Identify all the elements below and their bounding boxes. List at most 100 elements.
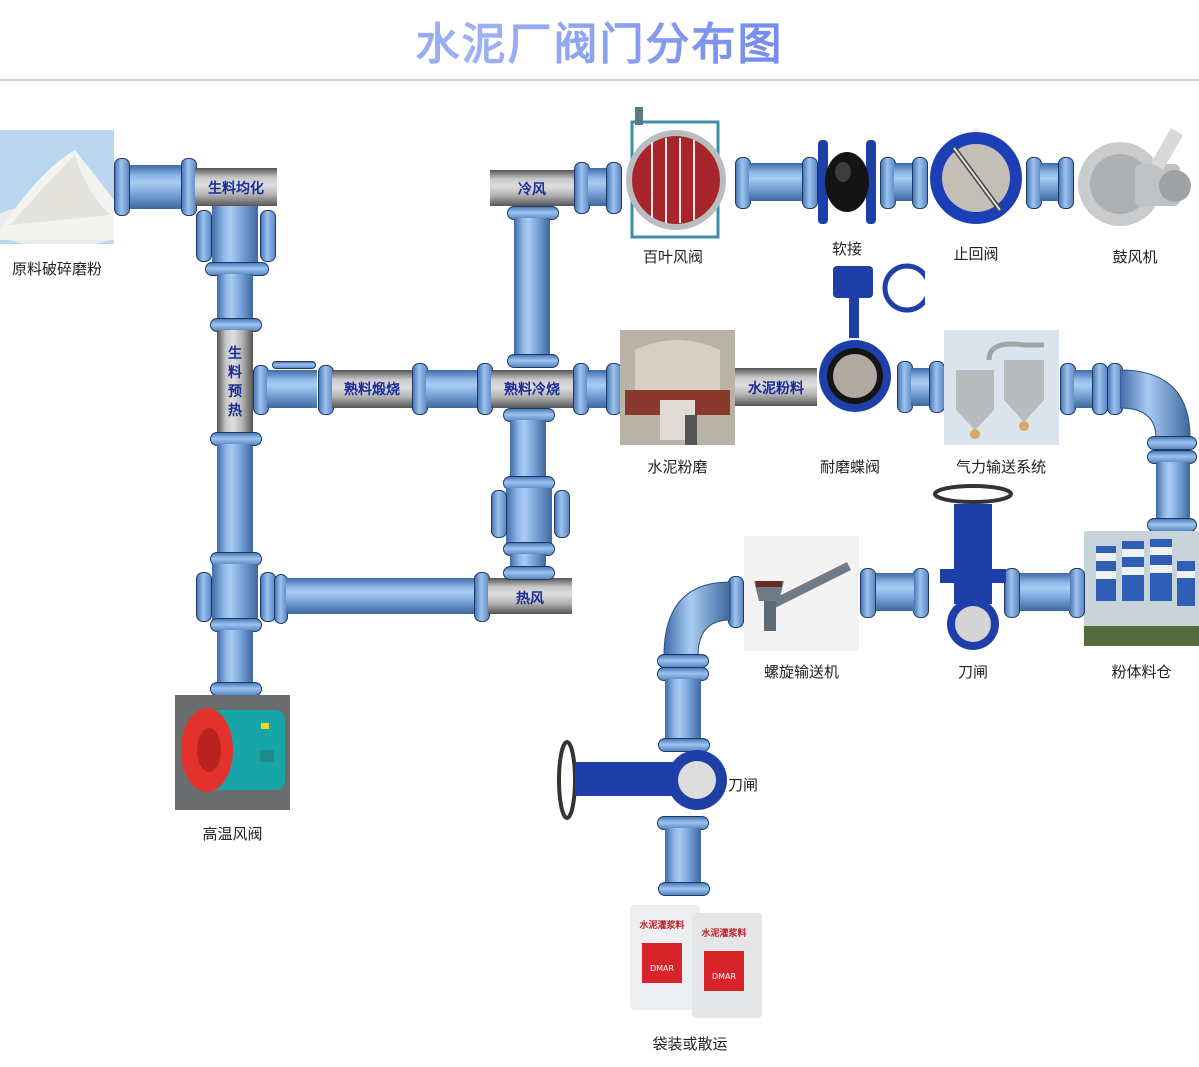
pipe-top-row-2 [894, 163, 914, 201]
cement-mill-label: 水泥粉磨 [647, 458, 708, 476]
flange [196, 210, 212, 262]
label-raw-preheat-4: 热 [228, 403, 242, 419]
soft-joint-label: 软接 [831, 240, 862, 258]
flange [210, 682, 262, 696]
knife-gate-image-2 [557, 740, 729, 822]
flange [1092, 363, 1108, 415]
flange [196, 572, 212, 622]
label-raw-homogenize: 生料均化 [208, 181, 264, 197]
knife-gate-label-2: 刀闸 [728, 776, 759, 794]
screw-conveyor-image [744, 536, 859, 651]
pipe-clinker-calcine [332, 370, 412, 408]
pipe-cross-lower [212, 564, 258, 628]
flange [658, 882, 710, 896]
powder-silo-image [1084, 531, 1199, 646]
title-divider [0, 79, 1199, 81]
high-temp-damper-image [175, 695, 290, 810]
bagging-label: 袋装或散运 [652, 1035, 728, 1053]
check-valve-label: 止回阀 [953, 245, 999, 263]
flange [114, 158, 130, 216]
flange [491, 490, 507, 538]
bagging-image [620, 903, 770, 1018]
blower-image [1075, 124, 1195, 234]
pipe-to-mill [587, 370, 609, 408]
flange [1147, 436, 1197, 450]
page-title: 水泥厂阀门分布图 [0, 8, 1199, 72]
bag-brand-1: DMAR [649, 964, 675, 973]
pipe-to-louver [588, 168, 608, 206]
pipe-elbow-in [1074, 370, 1094, 408]
pipe-to-damper [217, 630, 253, 685]
label-hot-air: 热风 [516, 591, 544, 607]
louver-damper-label: 百叶风阀 [642, 248, 703, 266]
high-temp-damper-label: 高温风阀 [202, 825, 263, 843]
pipe-top-row [749, 163, 803, 201]
cement-mill-image [620, 330, 735, 445]
butterfly-valve-image [815, 258, 925, 436]
screw-conveyor-label: 螺旋输送机 [763, 663, 839, 681]
flange [1069, 568, 1085, 618]
pipe-vertical-left-lower [217, 444, 253, 554]
flange [554, 490, 570, 538]
flange [1058, 157, 1074, 209]
pipe-vertical-left [217, 274, 253, 322]
raw-grinding-label: 原料破碎磨粉 [11, 260, 102, 278]
bag-text-1: 水泥灌浆料 [639, 921, 685, 931]
flange [658, 738, 710, 752]
pipe-raw-inlet [120, 165, 190, 209]
pipe-vertical-mid [514, 218, 550, 358]
pipe-to-hot-air [510, 554, 546, 568]
soft-joint-image [816, 140, 878, 224]
pneumatic-conveying-label: 气力输送系统 [955, 458, 1046, 476]
knife-gate-image-1 [930, 484, 1016, 654]
flange [1147, 518, 1197, 532]
flange [912, 157, 928, 209]
flange [606, 162, 622, 214]
label-raw-preheat-1: 生 [228, 346, 242, 362]
label-raw-preheat-2: 料 [228, 365, 242, 381]
check-valve-image [928, 128, 1024, 228]
flange [860, 568, 876, 618]
label-clinker-cool: 熟料冷烧 [504, 382, 560, 398]
flange [260, 210, 276, 262]
raw-grinding-image [0, 130, 114, 244]
label-clinker-calcine: 熟料煅烧 [344, 382, 400, 398]
powder-silo-label: 粉体料仓 [1111, 663, 1172, 681]
pipe-cement-powder [735, 368, 817, 406]
flange [913, 568, 929, 618]
label-raw-preheat-3: 预 [228, 384, 242, 400]
label-cold-air: 冷风 [518, 182, 546, 198]
blower-label: 鼓风机 [1112, 248, 1158, 266]
label-cement-powder: 水泥粉料 [748, 381, 804, 397]
pneumatic-conveying-image [944, 330, 1059, 445]
flange [507, 354, 559, 368]
butterfly-valve-label: 耐磨蝶阀 [819, 458, 880, 476]
louver-damper-image [620, 102, 726, 242]
flange [657, 654, 709, 668]
pipe-clinker-cool [491, 370, 573, 408]
pipe-mid [426, 370, 478, 408]
pipe-elbow-left [663, 581, 731, 657]
bag-text-2: 水泥灌浆料 [701, 929, 747, 939]
pipe-to-pneumatic [911, 368, 931, 406]
pipe-raw-homogenize [195, 168, 277, 206]
pipe-to-knife-gate-2 [665, 679, 701, 741]
pipe-cross-mid [506, 488, 552, 544]
pipe-to-silo [1156, 462, 1190, 520]
flange [272, 361, 316, 369]
pipe-knife-screw [874, 573, 914, 611]
pipe-to-bagging [665, 828, 701, 884]
bag-brand-2: DMAR [711, 972, 737, 981]
pipe-hot-air-line [286, 578, 476, 614]
flange [503, 566, 555, 580]
knife-gate-label-1: 刀闸 [957, 663, 988, 681]
pipe-expansion [267, 370, 317, 408]
flange [802, 157, 818, 209]
flange [1004, 568, 1020, 618]
flange [929, 361, 945, 413]
pipe-top-row-3 [1040, 163, 1060, 201]
pipe-hot-air [488, 578, 572, 614]
pipe-cold-air [490, 170, 574, 206]
pipe-vertical-mid-lower [510, 420, 546, 480]
pipe-raw-preheat [217, 330, 253, 434]
